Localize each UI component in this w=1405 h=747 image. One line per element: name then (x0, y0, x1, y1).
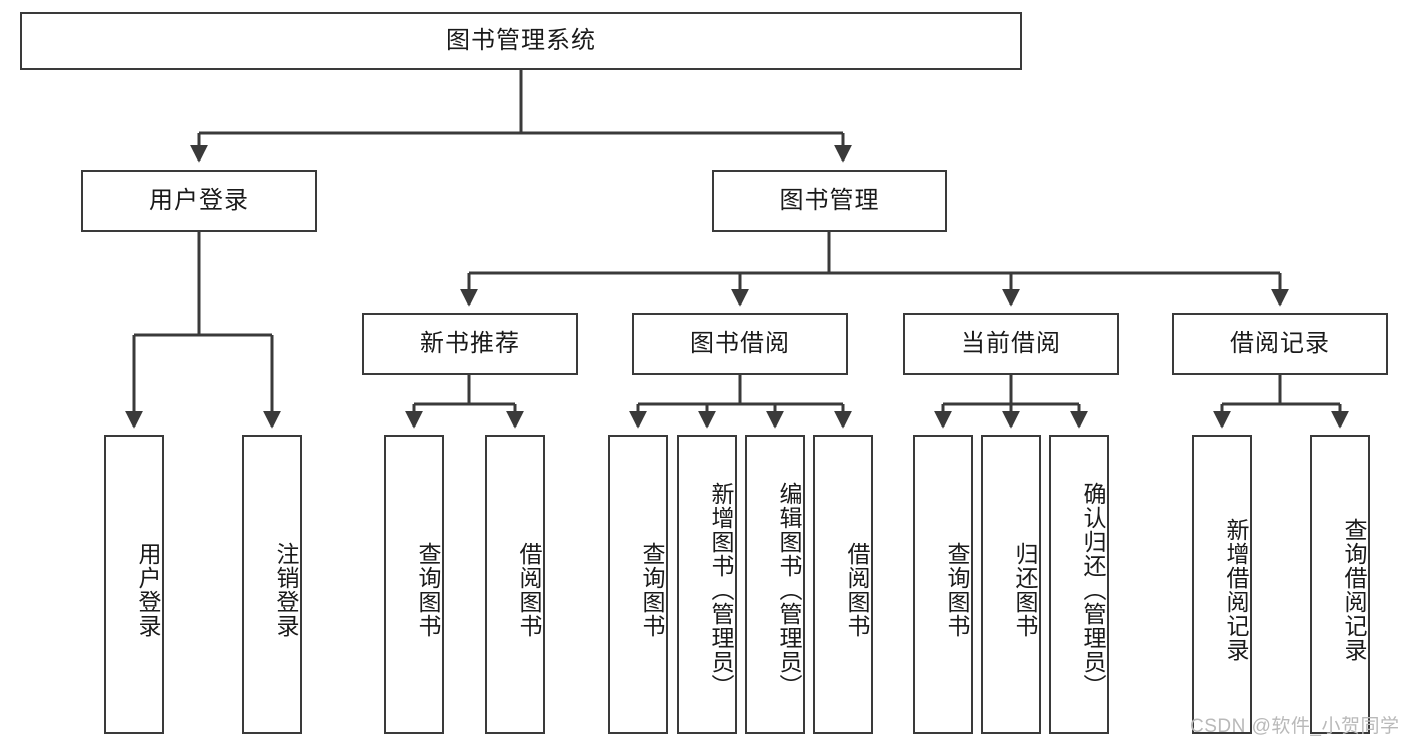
leaf-borrow-borrow-book[interactable]: 借阅图书 (813, 435, 873, 734)
node-new-book-recommend[interactable]: 新书推荐 (362, 313, 578, 375)
node-label: 注销登录 (273, 541, 299, 638)
node-label: 查询图书 (639, 541, 665, 638)
leaf-recommend-borrow-book[interactable]: 借阅图书 (485, 435, 545, 734)
leaf-current-return-book[interactable]: 归还图书 (981, 435, 1041, 734)
node-label: 当前借阅 (961, 329, 1061, 357)
node-label: 图书管理系统 (446, 26, 596, 54)
leaf-user-login-signout[interactable]: 注销登录 (242, 435, 302, 734)
leaf-borrow-query-book[interactable]: 查询图书 (608, 435, 668, 734)
node-label: 查询图书 (415, 541, 441, 638)
leaf-borrow-edit-book-admin[interactable]: 编辑图书（管理员） (745, 435, 805, 734)
node-label: 确认归还（管理员） (1080, 481, 1106, 698)
node-label: 用户登录 (149, 186, 249, 214)
leaf-record-add-record[interactable]: 新增借阅记录 (1192, 435, 1252, 734)
node-label: 归还图书 (1012, 541, 1038, 638)
node-label: 图书借阅 (690, 329, 790, 357)
watermark-csdn: CSDN @软件_小贺同学 (1190, 716, 1400, 737)
node-label: 新书推荐 (420, 329, 520, 357)
node-label: 图书管理 (779, 186, 880, 214)
node-label: 查询图书 (944, 541, 970, 638)
node-label: 借阅图书 (844, 541, 870, 638)
node-label: 新增借阅记录 (1223, 517, 1249, 662)
node-current-borrow[interactable]: 当前借阅 (903, 313, 1119, 375)
node-label: 借阅图书 (516, 541, 542, 638)
leaf-user-login-signin[interactable]: 用户登录 (104, 435, 164, 734)
node-label: 新增图书（管理员） (708, 481, 734, 698)
node-user-login[interactable]: 用户登录 (81, 170, 317, 232)
node-label: 用户登录 (135, 541, 161, 638)
leaf-recommend-query-book[interactable]: 查询图书 (384, 435, 444, 734)
node-root-system[interactable]: 图书管理系统 (20, 12, 1022, 70)
leaf-record-query-record[interactable]: 查询借阅记录 (1310, 435, 1370, 734)
leaf-current-query-book[interactable]: 查询图书 (913, 435, 973, 734)
node-book-borrow[interactable]: 图书借阅 (632, 313, 848, 375)
node-label: 借阅记录 (1230, 329, 1330, 357)
node-label: 编辑图书（管理员） (776, 481, 802, 698)
node-book-management[interactable]: 图书管理 (712, 170, 947, 232)
leaf-borrow-add-book-admin[interactable]: 新增图书（管理员） (677, 435, 737, 734)
leaf-current-confirm-return-admin[interactable]: 确认归还（管理员） (1049, 435, 1109, 734)
node-borrow-record[interactable]: 借阅记录 (1172, 313, 1388, 375)
node-label: 查询借阅记录 (1341, 517, 1367, 662)
